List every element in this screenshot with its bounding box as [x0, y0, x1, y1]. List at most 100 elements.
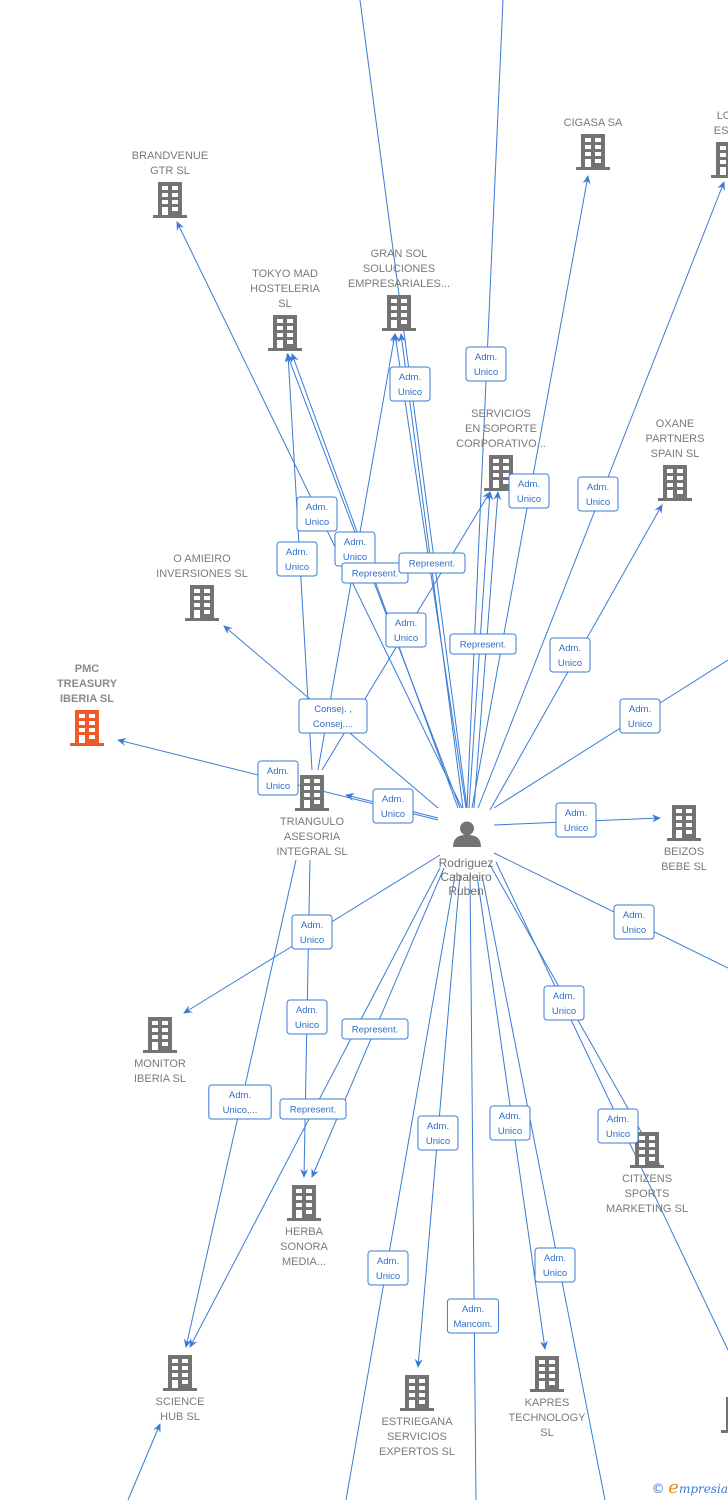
- company-name-label: MONITOR: [134, 1058, 186, 1070]
- company-name-label: GTR SL: [150, 165, 190, 177]
- building-icon: [658, 465, 692, 501]
- brand-logo-initial: e: [668, 1477, 679, 1498]
- relationship-type-text: Unico: [398, 387, 422, 398]
- company-node-servicios[interactable]: SERVICIOS EN SOPORTE CORPORATIVO...: [456, 408, 546, 491]
- company-name-label: PMC: [75, 663, 100, 675]
- relationship-type-text: Unico: [381, 809, 405, 820]
- relationship-edge: [466, 0, 504, 809]
- company-name-label: SPAIN SL: [651, 448, 700, 460]
- relationship-label[interactable]: Adm.Unico: [291, 914, 333, 950]
- company-node-cigasa[interactable]: CIGASA SA: [564, 117, 623, 170]
- relationship-label[interactable]: Adm.Mancom.: [446, 1298, 500, 1334]
- company-name-label: ESPA: [714, 125, 728, 137]
- relationship-label[interactable]: Represent.: [449, 633, 517, 655]
- company-name-label: BEIZOS: [664, 846, 704, 858]
- relationship-type-text: Adm.: [306, 502, 328, 513]
- relationship-label[interactable]: Adm.Unico: [334, 531, 376, 567]
- company-node-lor[interactable]: LORESPA: [711, 110, 728, 178]
- relationship-edge: [493, 852, 728, 969]
- relationship-label[interactable]: Adm.Unico: [257, 760, 299, 796]
- company-name-label: HUB SL: [160, 1411, 200, 1423]
- company-name-label: SL: [540, 1427, 553, 1439]
- building-icon: [400, 1375, 434, 1411]
- relationship-label[interactable]: Adm.Unico: [577, 476, 619, 512]
- relationship-type-text: Adm.: [229, 1090, 251, 1101]
- relationship-type-text: Adm.: [301, 920, 323, 931]
- company-name-label: EN SOPORTE: [465, 423, 537, 435]
- relationship-type-text: Unico: [498, 1126, 522, 1137]
- company-name-label: EXPERTOS SL: [379, 1446, 455, 1458]
- relationship-label[interactable]: Adm.Unico: [389, 366, 431, 402]
- relationship-label[interactable]: Represent.: [279, 1098, 347, 1120]
- building-icon: [711, 142, 728, 178]
- company-name-label: SERVICIOS: [387, 1431, 447, 1443]
- relationship-label[interactable]: Adm.Unico: [465, 346, 507, 382]
- relationship-type-text: Unico: [394, 633, 418, 644]
- company-name-label: TOKYO MAD: [252, 268, 318, 280]
- relationship-label[interactable]: Adm.Unico: [286, 999, 328, 1035]
- relationship-label[interactable]: Adm.Unico: [367, 1250, 409, 1286]
- relationship-label[interactable]: Adm.Unico: [276, 541, 318, 577]
- company-name-label: SL: [278, 298, 291, 310]
- relationship-edge: [495, 861, 728, 1351]
- relationship-edge: [359, 0, 468, 809]
- person-name-label: Cabaleiro: [440, 870, 492, 884]
- relationship-type-text: Represent.: [409, 559, 455, 570]
- company-name-label: CORPORATIVO...: [456, 438, 546, 450]
- relationship-label[interactable]: Adm.Unico: [489, 1105, 531, 1141]
- relationship-label[interactable]: Adm. Unico: [597, 1108, 639, 1144]
- company-name-label: OXANE: [656, 418, 695, 430]
- relationship-label[interactable]: Adm.Unico: [417, 1115, 459, 1151]
- relationship-label[interactable]: Adm.Unico: [385, 612, 427, 648]
- relationship-type-text: Adm.: [607, 1114, 629, 1125]
- relationship-label[interactable]: Adm.Unico: [543, 985, 585, 1021]
- relationship-label[interactable]: Adm.Unico,...: [208, 1084, 272, 1120]
- relationship-label[interactable]: Consej. ,Consej....: [298, 698, 368, 734]
- company-name-label: SPORTS: [624, 1188, 669, 1200]
- relationship-label[interactable]: Represent.: [398, 552, 466, 574]
- relationship-label[interactable]: Adm.Unico: [534, 1247, 576, 1283]
- relationship-type-text: Adm.: [518, 479, 540, 490]
- building-icon: [530, 1356, 564, 1392]
- relationship-type-text: Unico: [622, 925, 646, 936]
- relationship-type-text: Unico: [474, 367, 498, 378]
- company-node-herba[interactable]: HERBASONORAMEDIA...: [280, 1185, 328, 1268]
- relationship-edge: [481, 874, 606, 1500]
- company-node-p_va[interactable]: PVA: [721, 1397, 728, 1465]
- relationship-label[interactable]: Adm.Unico: [613, 904, 655, 940]
- relationship-type-text: Unico: [426, 1136, 450, 1147]
- relationship-label[interactable]: Represent.: [341, 562, 409, 584]
- company-name-label: TRIANGULO: [280, 816, 345, 828]
- relationship-type-text: Unico: [606, 1129, 630, 1140]
- person-icon: [453, 821, 481, 847]
- brand-logo-text: mpresia: [678, 1482, 728, 1496]
- relationship-type-text: Unico: [285, 562, 309, 573]
- company-name-label: SERVICIOS: [471, 408, 531, 420]
- relationship-label[interactable]: Adm.Unico: [508, 473, 550, 509]
- company-name-label: TECHNOLOGY: [508, 1412, 586, 1424]
- relationship-label[interactable]: Adm.Unico: [296, 496, 338, 532]
- company-node-gransol[interactable]: GRAN SOLSOLUCIONESEMPRESARIALES...: [348, 248, 450, 331]
- relationship-label[interactable]: Adm.Unico: [619, 698, 661, 734]
- relationship-label[interactable]: Adm.Unico: [372, 788, 414, 824]
- relationship-label[interactable]: Represent.: [341, 1018, 409, 1040]
- company-name-label: IBERIA SL: [60, 693, 114, 705]
- relationship-label[interactable]: Adm.Unico: [549, 637, 591, 673]
- relationship-label[interactable]: Adm.Unico: [555, 802, 597, 838]
- company-name-label: ASESORIA: [284, 831, 341, 843]
- building-icon: [287, 1185, 321, 1221]
